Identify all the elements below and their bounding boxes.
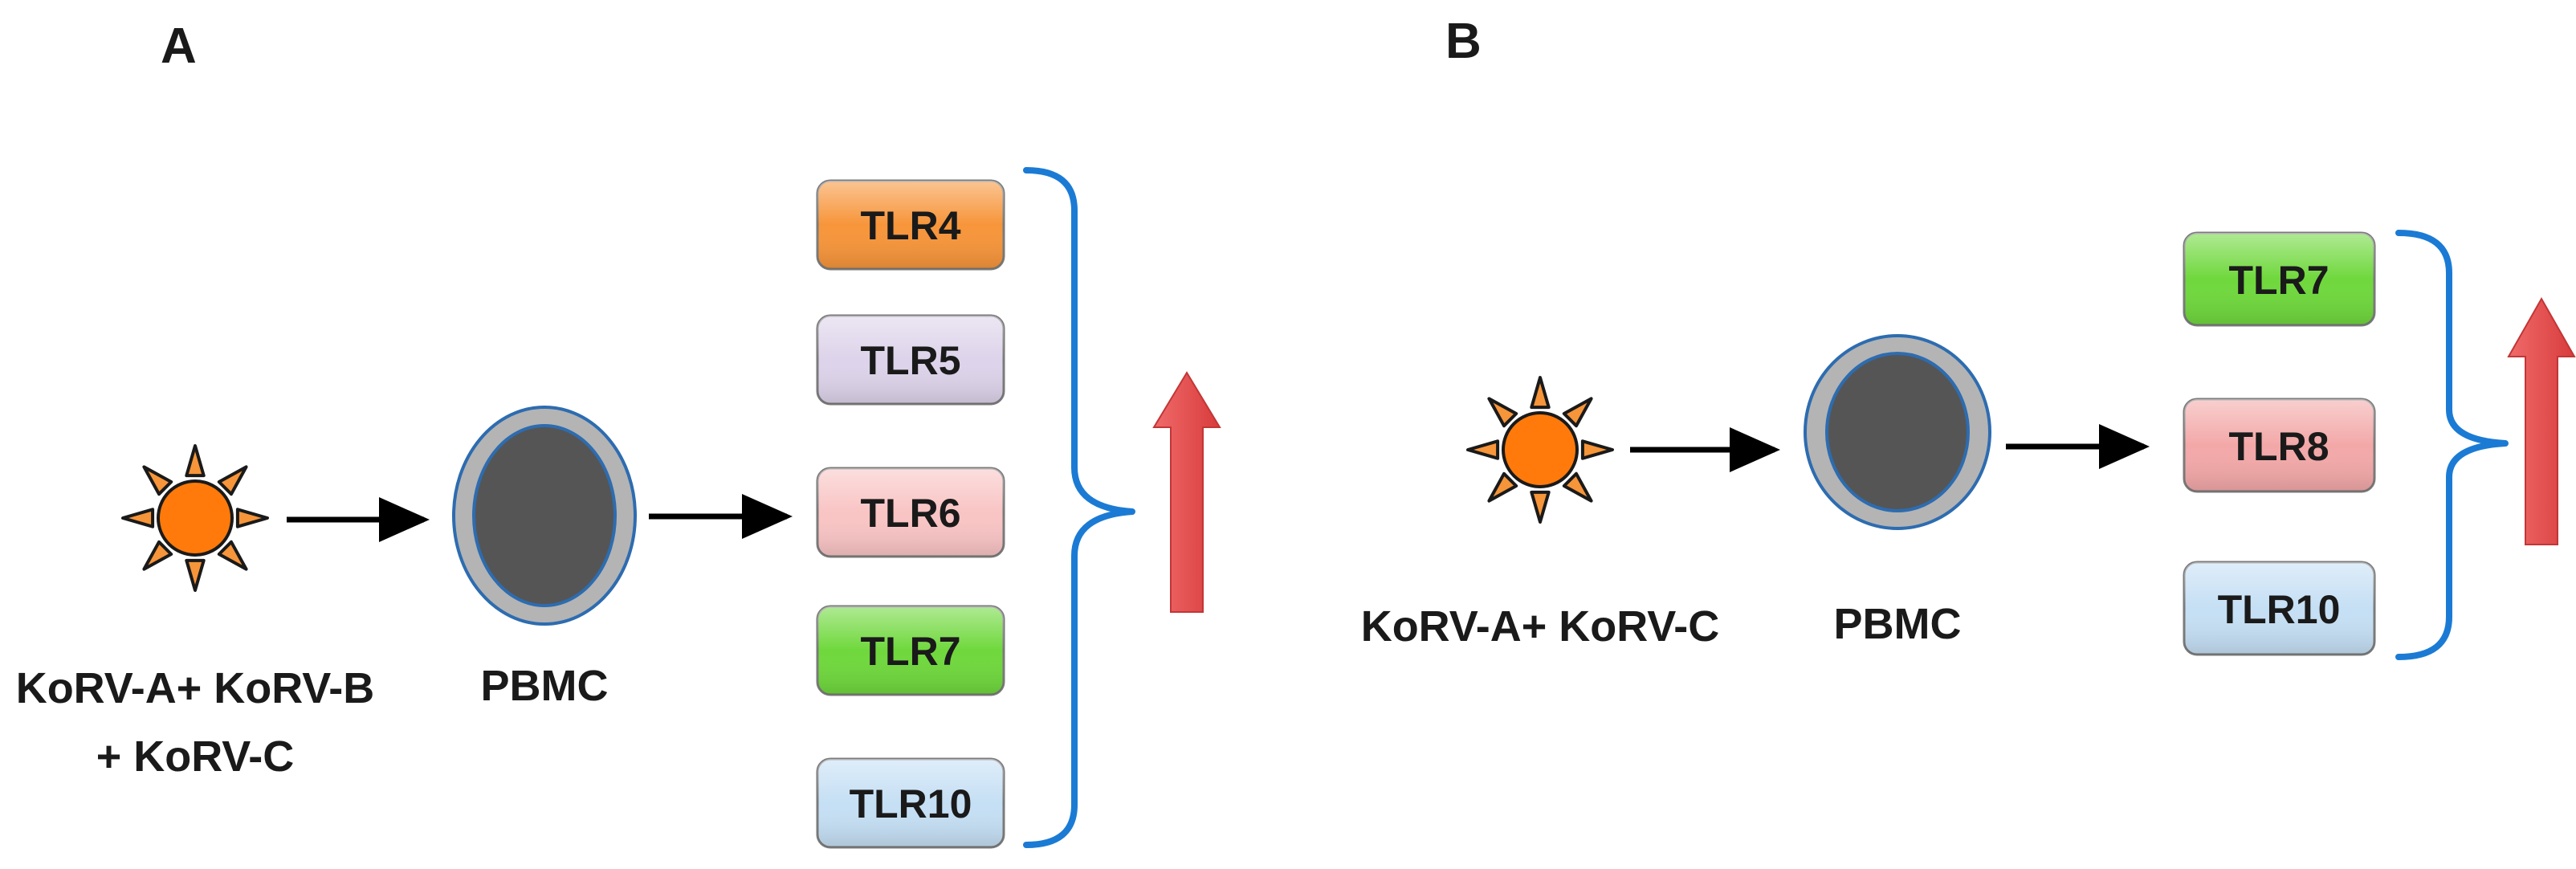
virus-spike: [185, 558, 206, 592]
virus-spikes: [1466, 376, 1614, 524]
tlr-box: TLR4: [816, 179, 1005, 271]
virus-spike: [1466, 439, 1500, 460]
virus-label-a-line-1: KoRV-A+ KoRV-B: [16, 664, 375, 712]
tlr-box-gloss: [817, 468, 1004, 557]
tlr-box-gloss: [817, 316, 1004, 404]
tlr-box: TLR10: [816, 757, 1005, 849]
virus-spike: [1487, 397, 1518, 428]
tlr-label: TLR5: [861, 338, 961, 383]
up-arrow-icon: [1152, 371, 1221, 613]
cell-label-a: PBMC: [481, 662, 609, 710]
pbmc-cell-icon: [1804, 334, 1991, 530]
tlr-box: TLR8: [2183, 398, 2376, 493]
bracket-a: [1023, 167, 1135, 848]
virus-spike: [185, 444, 206, 478]
virus-spike: [1562, 471, 1593, 503]
virus-spike: [121, 508, 155, 528]
tlr-box-gloss: [2184, 562, 2374, 655]
virus-label-b-line-1: KoRV-A+ KoRV-C: [1361, 602, 1720, 651]
panel-letter-b: B: [1445, 14, 1482, 69]
virus-spike: [1487, 471, 1518, 503]
panel-b: B KoRV-A+ KoRV-C PBMC TLR7 TLR8: [1361, 14, 2576, 660]
tlr-box-gloss: [817, 759, 1004, 847]
panel-letter-a: A: [161, 18, 197, 74]
virus-spikes: [121, 444, 269, 592]
up-arrow-icon: [2507, 296, 2576, 545]
panel-a: A KoRV-A+ KoRV-B + KoRV-C PBMC TLR4 TLR5: [16, 18, 1221, 849]
tlr-box: TLR5: [816, 314, 1005, 406]
tlr-box: TLR7: [2183, 231, 2376, 327]
tlr-box: TLR10: [2183, 561, 2376, 656]
tlr-label: TLR7: [861, 629, 961, 674]
virus-spike: [142, 465, 173, 496]
virus-spike: [1580, 439, 1614, 460]
bracket-b: [2395, 230, 2509, 660]
pbmc-cell-icon: [452, 406, 637, 626]
tlr-label: TLR8: [2229, 424, 2329, 469]
tlr-label: TLR6: [861, 491, 961, 536]
tlr-box: TLR7: [816, 605, 1005, 696]
virus-icon: [1466, 376, 1614, 524]
virus-spike: [1562, 397, 1593, 428]
tlr-box-gloss: [2184, 233, 2374, 325]
virus-spike: [1530, 376, 1551, 410]
tlr-label: TLR10: [2218, 587, 2341, 632]
tlr-box: TLR6: [816, 467, 1005, 558]
tlr-box-gloss: [2184, 399, 2374, 492]
virus-spike: [235, 508, 269, 528]
virus-spike: [217, 465, 248, 496]
virus-core: [1502, 411, 1579, 488]
tlr-label: TLR10: [850, 781, 972, 826]
virus-label-a-line-2: + KoRV-C: [96, 732, 295, 781]
virus-core: [157, 479, 234, 557]
virus-icon: [121, 444, 269, 592]
cell-label-b: PBMC: [1834, 600, 1962, 648]
virus-spike: [142, 540, 173, 571]
tlr-box-gloss: [817, 181, 1004, 269]
tlr-label: TLR7: [2229, 258, 2329, 303]
virus-spike: [1530, 490, 1551, 524]
tlr-box-gloss: [817, 606, 1004, 695]
virus-spike: [217, 540, 248, 571]
tlr-label: TLR4: [861, 203, 961, 248]
